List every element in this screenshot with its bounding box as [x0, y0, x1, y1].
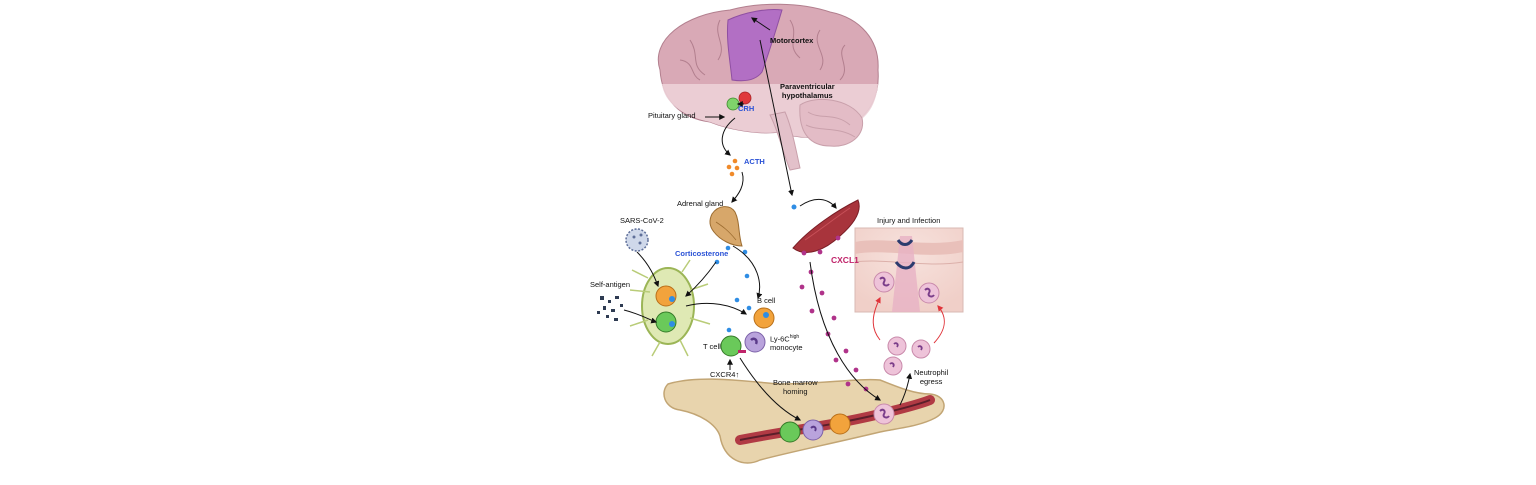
adrenal-gland-icon [709, 206, 743, 247]
acth-label: ACTH [744, 157, 765, 166]
pituitary-label: Pituitary gland [648, 111, 696, 120]
bm-homing-line1: Bone marrow [773, 378, 818, 387]
b-cell-label: B cell [757, 296, 776, 305]
cxcr4-up-arrow: ↑ [735, 370, 740, 379]
cxcr4-text: CXCR4 [710, 370, 736, 379]
t-cell-icon [720, 335, 746, 357]
ly6c-prefix: Ly-6C [770, 334, 790, 344]
virus-icon [625, 228, 649, 252]
motorcortex-region [727, 9, 783, 82]
cxcr4-label: CXCR4↑ [710, 370, 740, 380]
lymph-node-icon [629, 259, 711, 357]
ly6c-line2: monocyte [770, 343, 803, 353]
skin-section-icon [854, 227, 964, 313]
neutrophil-egress-label: Neutrophil egress [914, 368, 949, 386]
pvh-dot [738, 91, 752, 105]
monocyte-icon [744, 331, 766, 353]
acth-dots [726, 158, 740, 177]
muscle-icon [792, 199, 860, 253]
neutrophil-line2: egress [919, 376, 943, 386]
adrenal-label: Adrenal gland [677, 199, 724, 208]
t-cell-label: T cell [703, 342, 721, 351]
neutrophil-icons [883, 336, 931, 376]
corticosterone-dots [714, 204, 797, 333]
neutrophil-line1: Neutrophil [914, 368, 949, 377]
arrows [623, 17, 913, 421]
self-antigen-label: Self-antigen [590, 280, 631, 289]
ly6c-label: Ly-6Chigh monocyte [770, 334, 803, 353]
pvh-label-line2: hypothalamus [781, 90, 833, 100]
corticosterone-label: Corticosterone [675, 249, 729, 258]
brain-icon [657, 3, 879, 171]
self-antigen-icon [597, 296, 623, 321]
cxcl1-label: CXCL1 [831, 255, 859, 265]
motorcortex-label: Motorcortex [770, 36, 814, 45]
red-arrows [872, 296, 945, 344]
sars-label: SARS-CoV-2 [620, 216, 664, 225]
crh-label: CRH [738, 104, 755, 113]
pvh-label-line1: Paraventricular [780, 82, 835, 91]
bm-homing-label: Bone marrow homing [773, 378, 818, 396]
injury-label: Injury and Infection [877, 216, 941, 225]
bm-homing-line2: homing [783, 386, 808, 396]
b-cell-icon [753, 307, 775, 329]
ly6c-sup: high [789, 334, 800, 340]
bone-icon [663, 378, 945, 464]
pvh-label: Paraventricular hypothalamus [780, 82, 835, 100]
